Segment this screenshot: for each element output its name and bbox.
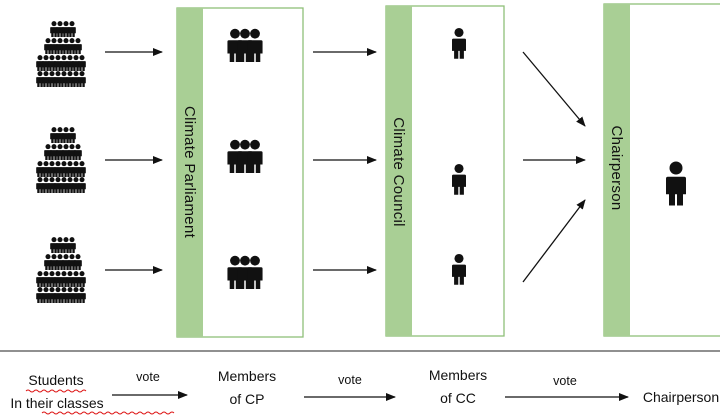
legend-members-cp-line2: of CP [229,391,264,407]
climate-council-label: Climate Council [390,117,407,227]
legend-vote-1: vote [136,370,160,384]
arrow-council-to-chair [522,51,586,127]
chairperson-box-label: Chairperson [608,125,625,210]
spellcheck-underline [41,411,175,415]
legend-chairperson: Chairperson [643,389,719,405]
climate-parliament-label: Climate Parliament [181,106,198,239]
legend-members-cc-line1: Members [429,367,487,383]
legend-members-cc-line2: of CC [440,390,476,406]
legend-vote-3: vote [553,374,577,388]
arrow-council-to-chair [522,199,586,283]
student-crowd-icon [36,127,86,193]
legend-vote-2: vote [338,373,362,387]
legend-students-line2: In their classes [10,395,103,411]
student-crowd-icon [36,237,86,303]
climate-council-box: Climate Council [385,5,505,337]
spellcheck-underline [25,389,87,393]
legend-members-cp-line1: Members [218,368,276,384]
student-crowd-icon [36,21,86,87]
chairperson-box: Chairperson [603,3,720,337]
legend-students-line1: Students [28,372,83,388]
